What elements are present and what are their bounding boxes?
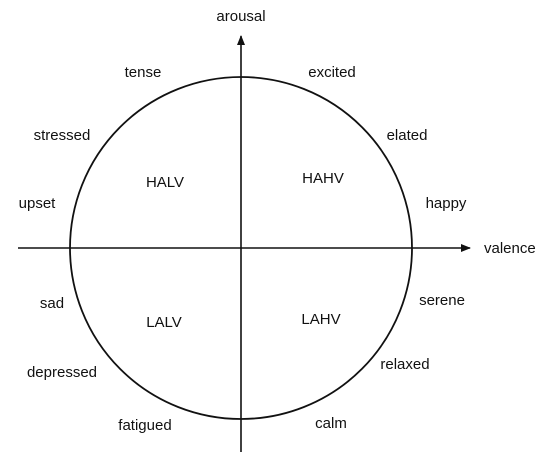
emotion-label-depressed: depressed (27, 364, 97, 381)
emotion-label-fatigued: fatigued (118, 417, 171, 434)
emotion-label-calm: calm (315, 415, 347, 432)
x-axis-label: valence (484, 240, 536, 257)
emotion-label-excited: excited (308, 64, 356, 81)
emotion-label-relaxed: relaxed (380, 356, 429, 373)
emotion-label-sad: sad (40, 295, 64, 312)
quadrant-label-lahv: LAHV (301, 311, 340, 328)
emotion-label-elated: elated (387, 127, 428, 144)
emotion-label-tense: tense (125, 64, 162, 81)
quadrant-label-lalv: LALV (146, 314, 182, 331)
emotion-label-stressed: stressed (34, 127, 91, 144)
emotion-label-happy: happy (426, 195, 467, 212)
emotion-label-serene: serene (419, 292, 465, 309)
emotion-label-upset: upset (19, 195, 57, 212)
quadrant-label-hahv: HAHV (302, 170, 344, 187)
y-axis-label: arousal (216, 8, 265, 25)
quadrant-label-halv: HALV (146, 174, 184, 191)
